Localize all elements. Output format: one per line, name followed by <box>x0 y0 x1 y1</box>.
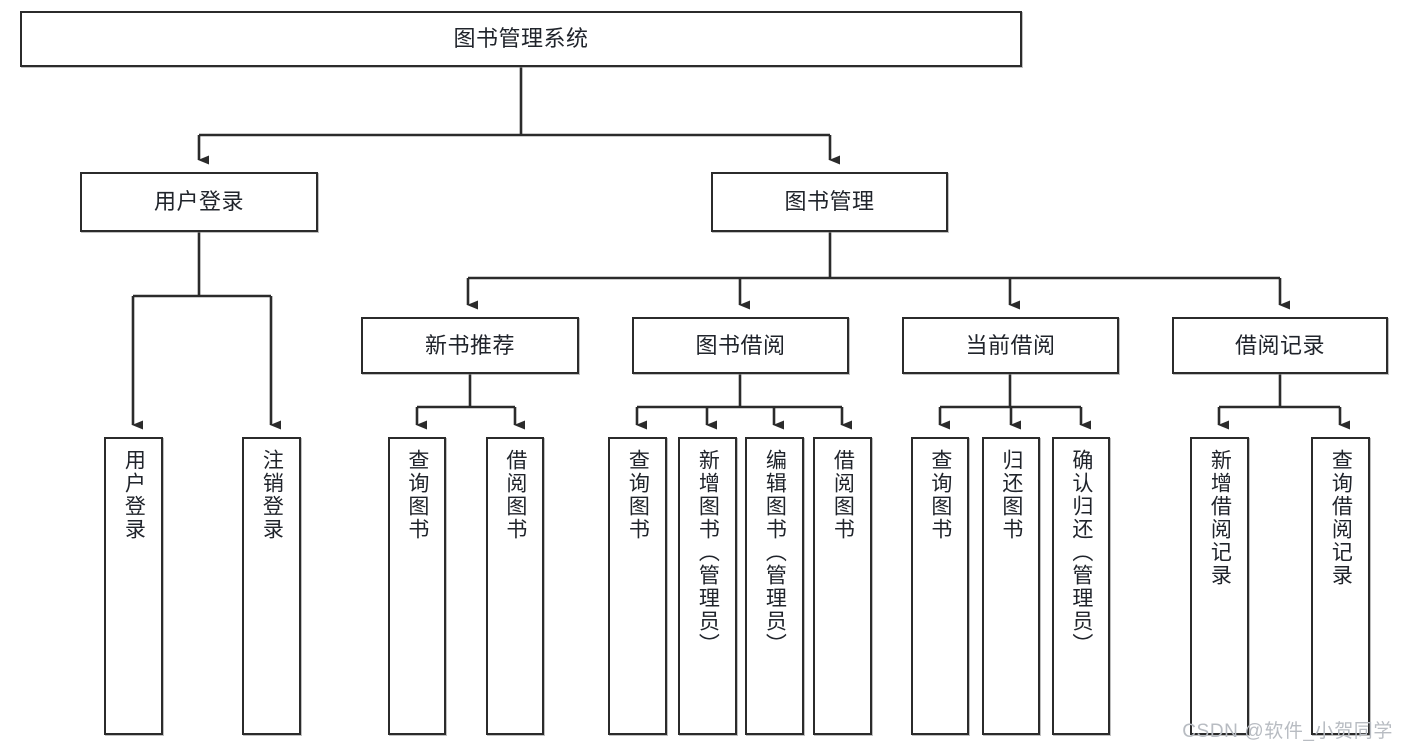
node-user-login[interactable]: 用户登录 <box>80 172 318 232</box>
node-label: 新增借阅记录 <box>1208 449 1232 587</box>
node-label: 编辑图书（管理员） <box>763 449 787 656</box>
node-label: 新书推荐 <box>424 332 515 358</box>
node-label: 注销登录 <box>260 449 284 541</box>
node-book-manage[interactable]: 图书管理 <box>711 172 948 232</box>
node-label: 新增图书（管理员） <box>696 449 720 656</box>
node-leaf-user-logout[interactable]: 注销登录 <box>242 437 301 735</box>
node-label: 图书借阅 <box>695 332 786 358</box>
node-leaf-user-login[interactable]: 用户登录 <box>104 437 163 735</box>
node-leaf-query-book-1[interactable]: 查询图书 <box>388 437 446 735</box>
node-label: 用户登录 <box>153 189 244 215</box>
node-label: 确认归还（管理员） <box>1069 449 1093 656</box>
node-label: 查询图书 <box>405 449 429 541</box>
node-book-borrow[interactable]: 图书借阅 <box>632 317 849 374</box>
node-leaf-query-borrow-record[interactable]: 查询借阅记录 <box>1311 437 1370 735</box>
node-label: 用户登录 <box>122 449 146 541</box>
node-label: 借阅记录 <box>1234 332 1325 358</box>
node-label: 查询借阅记录 <box>1329 449 1353 587</box>
node-label: 归还图书 <box>999 449 1023 541</box>
node-leaf-confirm-return-admin[interactable]: 确认归还（管理员） <box>1052 437 1110 735</box>
node-label: 借阅图书 <box>503 449 527 541</box>
node-new-book-recommend[interactable]: 新书推荐 <box>361 317 579 374</box>
node-leaf-return-book[interactable]: 归还图书 <box>982 437 1040 735</box>
node-leaf-add-borrow-record[interactable]: 新增借阅记录 <box>1190 437 1249 735</box>
node-leaf-edit-book-admin[interactable]: 编辑图书（管理员） <box>745 437 804 735</box>
node-label: 借阅图书 <box>831 449 855 541</box>
node-leaf-borrow-book-2[interactable]: 借阅图书 <box>813 437 872 735</box>
node-label: 查询图书 <box>928 449 952 541</box>
watermark-text: CSDN @软件_小贺同学 <box>1182 721 1393 742</box>
node-borrow-record[interactable]: 借阅记录 <box>1172 317 1388 374</box>
node-label: 图书管理 <box>784 189 875 215</box>
node-label: 查询图书 <box>626 449 650 541</box>
node-root-system[interactable]: 图书管理系统 <box>20 11 1022 67</box>
node-label: 图书管理系统 <box>453 26 589 52</box>
node-leaf-borrow-book-1[interactable]: 借阅图书 <box>486 437 544 735</box>
node-current-borrow[interactable]: 当前借阅 <box>902 317 1119 374</box>
node-label: 当前借阅 <box>965 332 1056 358</box>
node-leaf-query-book-3[interactable]: 查询图书 <box>911 437 969 735</box>
node-leaf-add-book-admin[interactable]: 新增图书（管理员） <box>678 437 737 735</box>
node-leaf-query-book-2[interactable]: 查询图书 <box>608 437 667 735</box>
